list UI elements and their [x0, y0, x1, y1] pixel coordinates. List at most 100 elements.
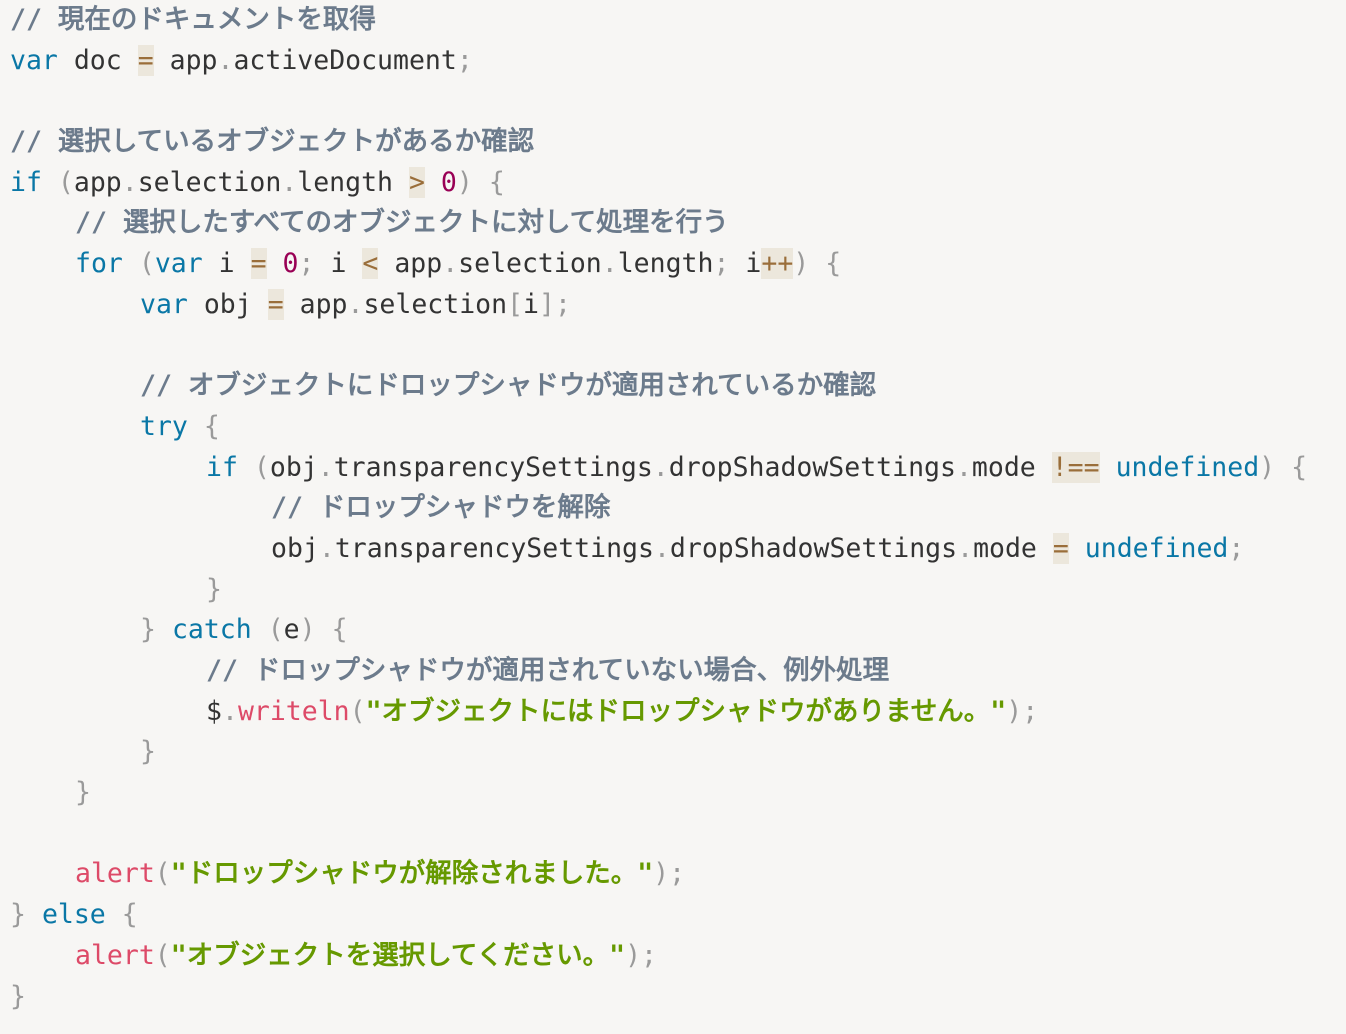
punctuation: . — [601, 248, 618, 280]
punctuation: { — [825, 248, 842, 280]
punctuation: ( — [349, 695, 366, 727]
code-line-4: // 選択しているオブジェクトがあるか確認 — [10, 122, 1307, 163]
punctuation: ) — [653, 858, 670, 890]
punctuation: ; — [713, 248, 730, 280]
punctuation: ; — [554, 288, 571, 320]
identifier: mode — [973, 532, 1037, 564]
punctuation: ; — [669, 858, 686, 890]
identifier: app — [394, 248, 443, 280]
identifier: app — [73, 166, 122, 198]
punctuation: . — [955, 451, 972, 483]
punctuation: ( — [138, 248, 155, 280]
code-line-2: var doc = app.activeDocument; — [10, 41, 1307, 82]
code-line-24: alert("オブジェクトを選択してください。"); — [10, 936, 1307, 977]
punctuation: . — [653, 532, 670, 564]
code-comment: // ドロップシャドウを解除 — [271, 492, 611, 524]
punctuation: } — [75, 777, 91, 809]
number: 0 — [440, 166, 457, 198]
identifier: obj — [269, 451, 318, 483]
keyword: if — [10, 166, 42, 198]
punctuation: . — [281, 166, 298, 198]
keyword: var — [154, 248, 203, 280]
identifier: dropShadowSettings — [668, 451, 956, 483]
punctuation: ; — [1022, 695, 1039, 727]
punctuation: ; — [641, 939, 658, 971]
identifier: dropShadowSettings — [669, 532, 958, 564]
code-line-3 — [10, 81, 1307, 122]
function-name: alert — [75, 858, 155, 890]
punctuation: } — [10, 899, 26, 931]
identifier: length — [297, 166, 393, 198]
punctuation: { — [1291, 451, 1308, 483]
function-name: alert — [75, 939, 155, 971]
code-line-5: if (app.selection.length > 0) { — [10, 163, 1307, 204]
code-line-25: } — [10, 977, 1307, 1018]
punctuation: { — [331, 614, 348, 646]
code-line-6: // 選択したすべてのオブジェクトに対して処理を行う — [10, 203, 1307, 244]
identifier: i — [330, 248, 347, 280]
operator: = — [1052, 532, 1069, 564]
punctuation: } — [140, 614, 156, 646]
identifier: transparencySettings — [333, 451, 653, 483]
identifier: doc — [73, 44, 122, 76]
code-line-19: } — [10, 732, 1307, 773]
keyword: undefined — [1115, 451, 1260, 483]
keyword: try — [140, 410, 188, 442]
function-name: writeln — [237, 695, 350, 727]
identifier: selection — [363, 288, 508, 320]
identifier: app — [169, 44, 218, 76]
punctuation: . — [652, 451, 669, 483]
punctuation: . — [217, 44, 234, 76]
punctuation: ; — [1228, 532, 1245, 564]
code-comment: // ドロップシャドウが適用されていない場合、例外処理 — [206, 655, 890, 686]
identifier: i — [523, 288, 539, 320]
punctuation: ( — [253, 451, 270, 483]
number: 0 — [282, 248, 299, 280]
keyword: for — [75, 248, 123, 280]
keyword: if — [206, 451, 238, 483]
code-line-22: alert("ドロップシャドウが解除されました。"); — [10, 854, 1307, 895]
punctuation: { — [121, 899, 138, 931]
operator: < — [362, 248, 379, 280]
operator: ++ — [761, 248, 794, 280]
code-line-17: // ドロップシャドウが適用されていない場合、例外処理 — [10, 651, 1307, 692]
punctuation: ) — [299, 614, 316, 646]
identifier: i — [218, 248, 235, 280]
punctuation: { — [488, 166, 505, 198]
identifier: obj — [271, 532, 319, 564]
identifier: transparencySettings — [334, 532, 654, 564]
code-line-16: } catch (e) { — [10, 610, 1307, 651]
punctuation: ) — [1259, 451, 1276, 483]
punctuation: } — [140, 736, 156, 768]
code-line-18: $.writeln("オブジェクトにはドロップシャドウがありません。"); — [10, 692, 1307, 733]
code-comment: // オブジェクトにドロップシャドウが適用されているか確認 — [140, 370, 877, 402]
code-line-15: } — [10, 570, 1307, 611]
keyword: var — [10, 44, 58, 76]
string-literal: "ドロップシャドウが解除されました。" — [170, 858, 654, 890]
keyword: undefined — [1084, 532, 1229, 564]
punctuation: . — [317, 451, 334, 483]
identifier: $ — [206, 695, 222, 727]
operator: = — [137, 44, 154, 76]
punctuation: ) — [456, 166, 473, 198]
string-literal: "オブジェクトにはドロップシャドウがありません。" — [365, 695, 1007, 727]
operator: = — [267, 288, 284, 320]
punctuation: ) — [793, 248, 810, 280]
identifier: selection — [458, 248, 602, 280]
punctuation: . — [121, 166, 138, 198]
code-line-20: } — [10, 773, 1307, 814]
punctuation: ( — [154, 939, 171, 971]
punctuation: ( — [57, 166, 74, 198]
punctuation: ) — [1006, 695, 1023, 727]
punctuation: ; — [298, 248, 315, 280]
code-line-23: } else { — [10, 895, 1307, 936]
punctuation: . — [442, 248, 459, 280]
operator: !== — [1051, 451, 1100, 483]
identifier: length — [617, 248, 714, 280]
keyword: catch — [171, 614, 252, 646]
code-comment: // 現在のドキュメントを取得 — [10, 4, 376, 35]
code-line-10: // オブジェクトにドロップシャドウが適用されているか確認 — [10, 366, 1307, 407]
punctuation: . — [318, 532, 335, 564]
punctuation: [ — [507, 288, 524, 320]
operator: = — [250, 248, 267, 280]
